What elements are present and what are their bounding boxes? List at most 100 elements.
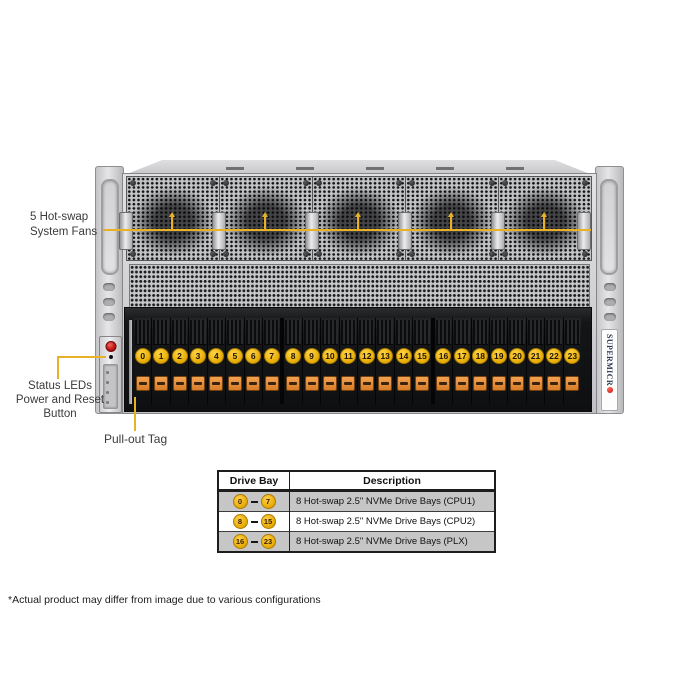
mount-hole <box>103 283 115 291</box>
drive-bay: 23 <box>563 318 582 404</box>
fan-latch-handle <box>305 212 319 250</box>
drive-bay-number-badge: 10 <box>321 348 338 364</box>
drive-release-latch <box>304 376 319 391</box>
brand-logotype: SUPERMICR <box>605 334 614 387</box>
pullout-callout-label: Pull-out Tag <box>104 432 168 446</box>
drive-bay-number-badge: 20 <box>509 348 526 364</box>
drive-release-latch <box>154 376 169 391</box>
drive-bay: 10 <box>321 318 339 404</box>
drive-tray-front <box>208 320 225 345</box>
screw-icon <box>303 251 309 257</box>
control-panel <box>99 336 122 413</box>
screw-icon <box>502 251 508 257</box>
drive-bay-number-badge: 5 <box>226 348 243 364</box>
drive-bay-number-badge: 9 <box>303 348 320 364</box>
description-cell: 8 Hot-swap 2.5" NVMe Drive Bays (CPU1) <box>289 490 495 512</box>
status-callout-label: Status LEDs Power and Reset Button <box>15 380 105 420</box>
drive-bay-number-badge: 18 <box>472 348 489 364</box>
drive-tray-front <box>303 320 320 345</box>
bay-number-badge: 8 <box>232 514 248 529</box>
status-callout-line-h <box>57 356 106 358</box>
screw-icon <box>223 251 229 257</box>
drive-bay: 5 <box>226 318 244 404</box>
drive-tray-front <box>546 320 562 345</box>
drive-tray-front <box>509 320 525 345</box>
drive-release-latch <box>510 376 525 391</box>
fan-latch-handle <box>212 212 226 250</box>
drive-release-latch <box>172 376 187 391</box>
drive-bay-number-badge: 11 <box>340 348 357 364</box>
fans-callout-tick <box>355 212 361 230</box>
fan-module <box>312 176 406 261</box>
status-led-icon <box>106 371 109 374</box>
drive-release-latch <box>528 376 543 391</box>
fan-latch-handle <box>491 212 505 250</box>
drive-release-latch <box>491 376 506 391</box>
drive-tray-front <box>153 320 169 345</box>
drive-bay: 21 <box>526 318 545 404</box>
drive-bay: 11 <box>339 318 358 404</box>
table-header-description: Description <box>289 471 495 492</box>
screw-icon <box>210 180 216 186</box>
drive-release-latch <box>322 376 337 391</box>
drive-bay: 15 <box>413 318 431 404</box>
drive-bay-number-badge: 17 <box>453 348 470 364</box>
fan-module <box>405 176 499 261</box>
mount-hole <box>103 298 115 306</box>
drive-bay-number-badge: 3 <box>189 348 206 364</box>
drive-release-latch <box>190 376 205 391</box>
screw-icon <box>223 180 229 186</box>
ventilation-grille <box>129 264 590 309</box>
drive-bay-number-badge: 4 <box>208 348 225 364</box>
drive-bay-number-badge: 0 <box>134 348 151 364</box>
drive-release-latch <box>359 376 374 391</box>
screw-icon <box>130 180 136 186</box>
description-cell: 8 Hot-swap 2.5" NVMe Drive Bays (CPU2) <box>289 511 495 532</box>
drive-tray-front <box>527 320 544 345</box>
screw-icon <box>303 180 309 186</box>
fan-latch-handle <box>398 212 412 250</box>
drive-release-latch <box>396 376 411 391</box>
screw-icon <box>582 251 588 257</box>
fan-latch-handle <box>577 212 591 250</box>
drive-bay: 9 <box>302 318 321 404</box>
rack-handle-slot <box>600 179 618 275</box>
drive-bay: 7 <box>262 318 281 404</box>
drive-bay: 3 <box>189 318 207 404</box>
drive-release-latch <box>415 376 430 391</box>
drive-tray-front <box>435 320 452 345</box>
bay-number-badge: 7 <box>260 494 276 509</box>
drive-bay-number-badge: 1 <box>153 348 170 364</box>
drive-tray-front <box>171 320 188 345</box>
fans-callout-tick <box>541 212 547 230</box>
drive-release-latch <box>209 376 224 391</box>
fans-callout-tick <box>448 212 454 230</box>
drive-release-latch <box>341 376 356 391</box>
drive-bay-number-badge: 6 <box>245 348 262 364</box>
drive-tray-front <box>340 320 357 345</box>
fans-callout-label: 5 Hot-swap System Fans <box>30 211 98 238</box>
drive-tray-front <box>359 320 375 345</box>
drive-release-latch <box>227 376 242 391</box>
range-dash-icon <box>250 520 258 523</box>
drive-bay: 4 <box>207 318 226 404</box>
drive-bay: 16 <box>434 318 453 404</box>
pull-out-tag <box>129 320 132 404</box>
brand-red-dot-icon <box>606 387 613 394</box>
drive-release-latch <box>454 376 469 391</box>
drive-tray-front <box>395 320 412 345</box>
drive-release-latch <box>436 376 451 391</box>
drive-bay: 8 <box>284 318 302 404</box>
table-header-row: Drive Bay Description <box>218 471 495 492</box>
drive-bay-number-badge: 21 <box>527 348 544 364</box>
fans-callout-line <box>103 229 591 231</box>
mount-hole <box>103 313 115 321</box>
